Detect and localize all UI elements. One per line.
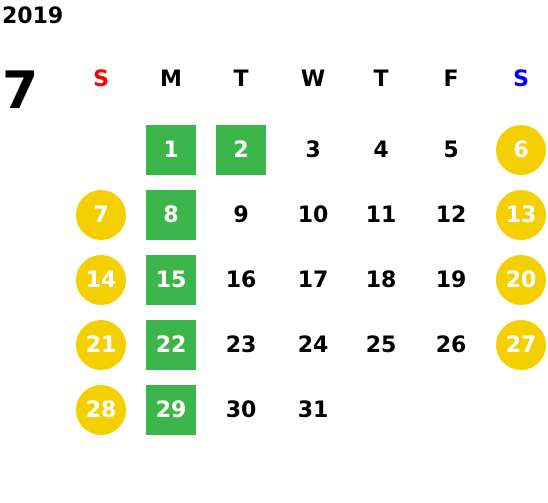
day-cell[interactable]: 7 [73, 190, 129, 240]
weekday-tuesday: T [233, 67, 249, 92]
weekend-day-marker: 7 [76, 190, 126, 240]
day-cell[interactable]: 13 [493, 190, 548, 240]
day-number: 23 [225, 332, 257, 358]
day-cell[interactable]: 27 [493, 320, 548, 370]
day-number: 19 [435, 267, 467, 293]
day-cell[interactable]: 23 [213, 320, 269, 370]
day-number: 18 [365, 267, 397, 293]
day-cell[interactable]: 18 [353, 255, 409, 305]
day-number: 17 [297, 267, 329, 293]
day-number: 4 [373, 137, 389, 163]
day-cell[interactable]: 2 [213, 125, 269, 175]
day-cell[interactable]: 9 [213, 190, 269, 240]
weekday-sunday: S [93, 67, 109, 92]
calendar-year: 2019 [2, 4, 64, 29]
weekday-saturday: S [513, 67, 529, 92]
day-number: 31 [297, 397, 329, 423]
day-cell[interactable]: 14 [73, 255, 129, 305]
day-cell[interactable]: 8 [143, 190, 199, 240]
day-number: 12 [435, 202, 467, 228]
day-cell[interactable]: 30 [213, 385, 269, 435]
day-cell[interactable]: 1 [143, 125, 199, 175]
weekend-day-marker: 6 [496, 125, 546, 175]
day-number: 26 [435, 332, 467, 358]
calendar-month: 7 [2, 61, 39, 121]
highlighted-day-marker: 1 [146, 125, 196, 175]
weekend-day-marker: 27 [496, 320, 546, 370]
day-number: 24 [297, 332, 329, 358]
weekday-monday: M [160, 67, 182, 92]
day-cell[interactable]: 5 [423, 125, 479, 175]
day-cell[interactable]: 20 [493, 255, 548, 305]
day-cell[interactable]: 25 [353, 320, 409, 370]
day-cell[interactable]: 21 [73, 320, 129, 370]
day-cell[interactable]: 24 [285, 320, 341, 370]
day-cell[interactable]: 3 [285, 125, 341, 175]
highlighted-day-marker: 2 [216, 125, 266, 175]
weekend-day-marker: 21 [76, 320, 126, 370]
weekday-friday: F [443, 67, 459, 92]
day-cell[interactable]: 28 [73, 385, 129, 435]
highlighted-day-marker: 15 [146, 255, 196, 305]
day-number: 30 [225, 397, 257, 423]
weekend-day-marker: 14 [76, 255, 126, 305]
day-cell[interactable]: 6 [493, 125, 548, 175]
day-cell[interactable]: 31 [285, 385, 341, 435]
day-cell[interactable]: 11 [353, 190, 409, 240]
day-number: 16 [225, 267, 257, 293]
weekend-day-marker: 28 [76, 385, 126, 435]
day-cell[interactable]: 4 [353, 125, 409, 175]
weekend-day-marker: 13 [496, 190, 546, 240]
day-cell[interactable]: 17 [285, 255, 341, 305]
day-cell[interactable]: 26 [423, 320, 479, 370]
highlighted-day-marker: 22 [146, 320, 196, 370]
day-cell[interactable]: 15 [143, 255, 199, 305]
highlighted-day-marker: 29 [146, 385, 196, 435]
day-cell[interactable]: 22 [143, 320, 199, 370]
day-number: 9 [233, 202, 249, 228]
day-cell[interactable]: 12 [423, 190, 479, 240]
day-number: 3 [305, 137, 321, 163]
highlighted-day-marker: 8 [146, 190, 196, 240]
weekday-thursday: T [373, 67, 389, 92]
day-number: 10 [297, 202, 329, 228]
day-number: 5 [443, 137, 459, 163]
weekend-day-marker: 20 [496, 255, 546, 305]
day-cell[interactable]: 19 [423, 255, 479, 305]
day-number: 25 [365, 332, 397, 358]
day-cell[interactable]: 16 [213, 255, 269, 305]
day-cell[interactable]: 29 [143, 385, 199, 435]
day-cell[interactable]: 10 [285, 190, 341, 240]
weekday-wednesday: W [300, 67, 326, 92]
day-number: 11 [365, 202, 397, 228]
